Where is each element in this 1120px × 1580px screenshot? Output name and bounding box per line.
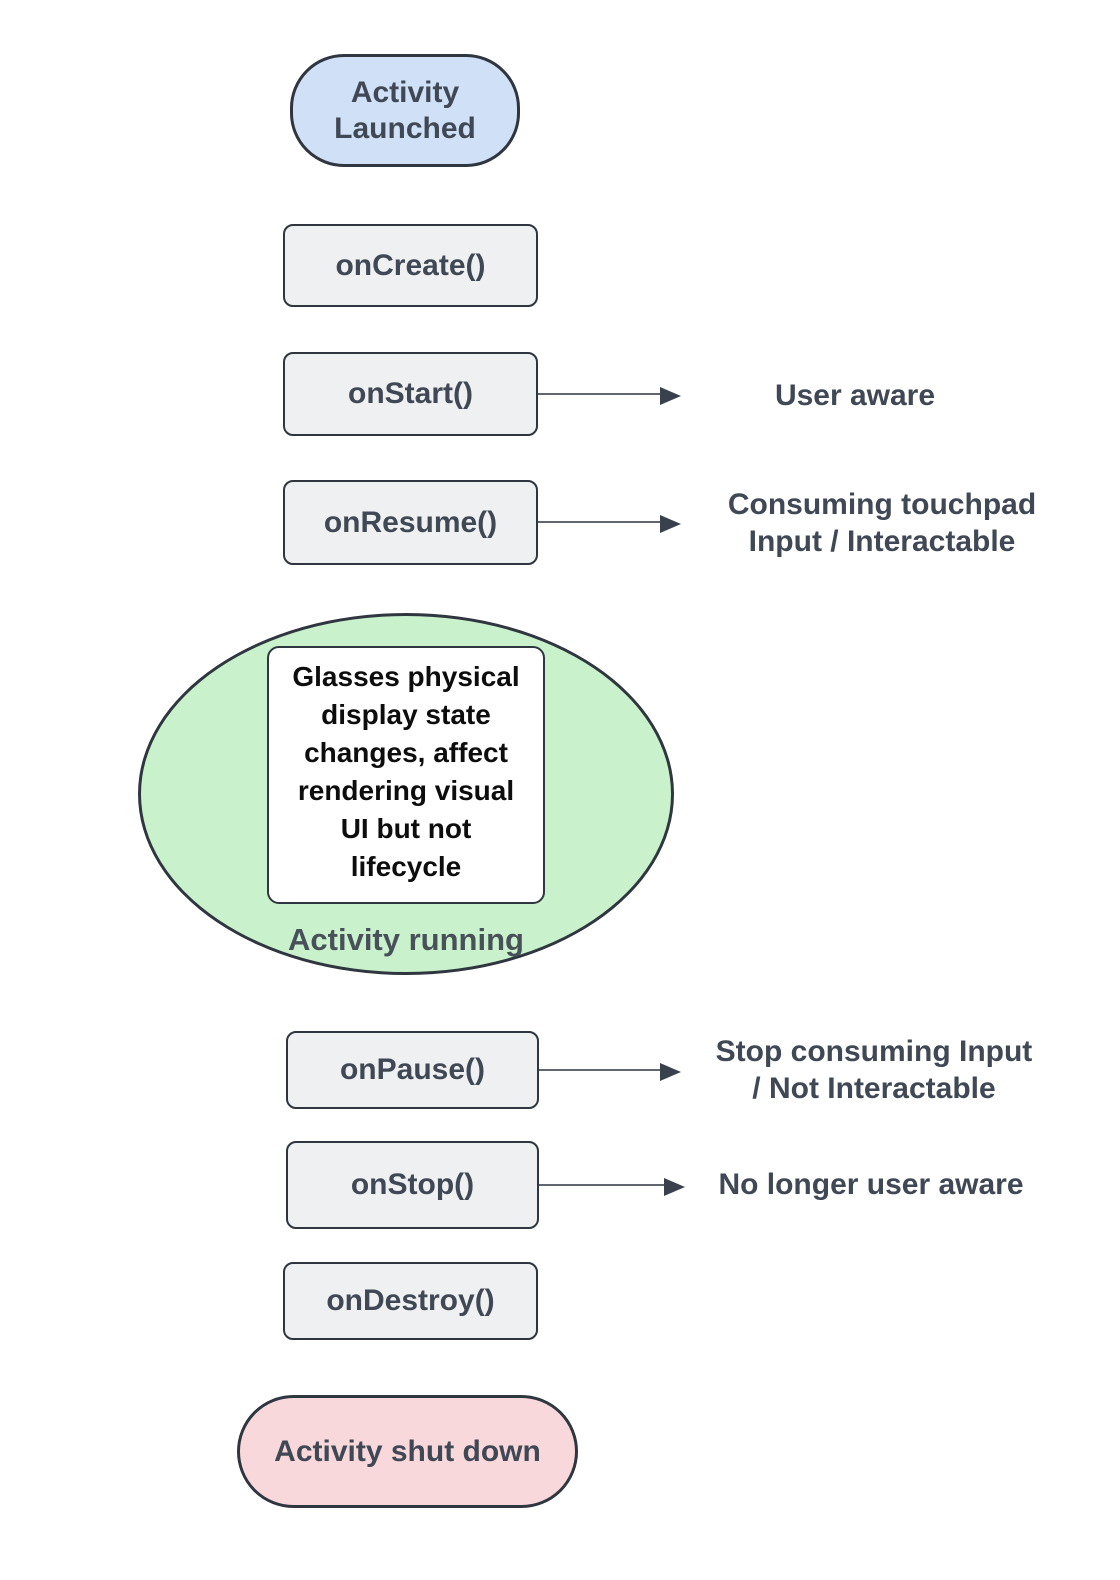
annotation-text: User aware xyxy=(774,379,936,412)
node-activity-launched: Activity Launched xyxy=(290,54,520,167)
annotation-user-aware: User aware xyxy=(700,377,1010,414)
node-label: Activity shut down xyxy=(274,1434,541,1468)
annotation-text-line2: Input / Interactable xyxy=(748,525,1016,558)
node-on-destroy: onDestroy() xyxy=(283,1262,538,1340)
node-label: onDestroy() xyxy=(326,1284,495,1317)
annotation-text: No longer user aware xyxy=(718,1168,1024,1201)
annotation-stop-consuming: Stop consuming Input / Not Interactable xyxy=(692,1033,1056,1107)
arrow-on-stop-to-no-longer-aware xyxy=(539,1178,685,1197)
node-label: onResume() xyxy=(323,505,498,539)
node-label: Activity Launched xyxy=(334,75,476,145)
arrow-on-pause-to-stop-consuming xyxy=(539,1063,681,1082)
note-line: display state xyxy=(321,699,491,730)
node-on-resume: onResume() xyxy=(283,480,538,565)
node-label: onCreate() xyxy=(335,248,486,282)
annotation-no-longer-user-aware: No longer user aware xyxy=(689,1166,1053,1203)
note-display-state-changes: Glasses physical display state changes, … xyxy=(267,646,545,904)
note-line: lifecycle xyxy=(350,851,462,882)
node-on-start: onStart() xyxy=(283,352,538,436)
arrow-on-start-to-user-aware xyxy=(538,387,681,406)
node-activity-running: Glasses physical display state changes, … xyxy=(138,613,674,975)
node-label: onStart() xyxy=(348,377,473,410)
node-on-stop: onStop() xyxy=(286,1141,539,1229)
annotation-text-line2: / Not Interactable xyxy=(752,1072,996,1105)
node-label: onStop() xyxy=(350,1168,475,1201)
activity-running-label: Activity running xyxy=(288,922,524,957)
node-on-pause: onPause() xyxy=(286,1031,539,1109)
annotation-text-line1: Stop consuming Input xyxy=(715,1035,1033,1068)
note-line: changes, affect xyxy=(304,737,508,768)
annotation-consuming-touchpad: Consuming touchpad Input / Interactable xyxy=(700,486,1064,560)
node-on-create: onCreate() xyxy=(283,224,538,307)
note-line: UI but not xyxy=(340,813,472,844)
node-label: onPause() xyxy=(339,1053,486,1086)
node-activity-shut-down: Activity shut down xyxy=(237,1395,578,1508)
note-line: Glasses physical xyxy=(292,661,520,692)
annotation-text-line1: Consuming touchpad xyxy=(727,488,1037,521)
note-line: rendering visual xyxy=(297,775,515,806)
arrow-on-resume-to-consuming xyxy=(538,515,681,534)
